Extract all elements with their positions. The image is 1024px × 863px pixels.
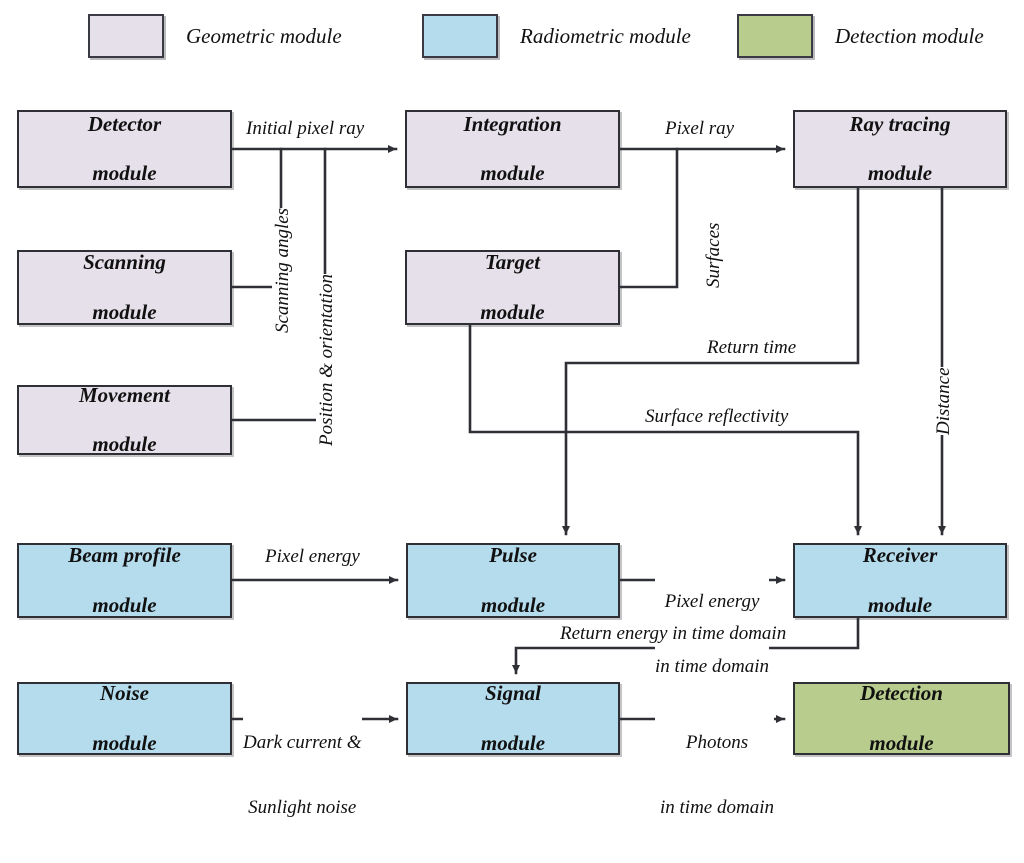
edge-label-initial-pixel-ray: Initial pixel ray: [246, 118, 365, 140]
node-raytracing-module[interactable]: Ray tracing module: [793, 110, 1007, 188]
edge-label-return-energy: Return energy in time domain: [560, 623, 787, 645]
legend-item-geometric: Geometric module: [88, 14, 342, 58]
node-beamprofile-line1: Beam profile: [68, 543, 181, 568]
node-detection-line1: Detection: [860, 681, 943, 706]
flowchart-diagram: Geometric module Radiometric module Dete…: [0, 0, 1024, 819]
edge-label-photons-line2: in time domain: [660, 797, 774, 819]
edge-label-photons-line1: Photons: [685, 731, 749, 753]
edge-label-position-orientation: Position & orientation: [316, 273, 338, 446]
node-integration-line1: Integration: [463, 111, 562, 136]
node-receiver-line1: Receiver: [862, 543, 938, 568]
edge-label-pixel-energy-time-line2: in time domain: [655, 656, 769, 678]
node-scanning-module[interactable]: Scanning module: [17, 250, 232, 325]
edge-target-to-receiver-reflectivity: [468, 323, 863, 536]
node-detection-line2: module: [869, 730, 934, 755]
node-movement-line1: Movement: [79, 382, 170, 407]
edge-label-pixel-energy-time-line1: Pixel energy: [664, 590, 760, 612]
edge-label-dark-current-line1: Dark current &: [243, 731, 362, 753]
legend-label-radiometric: Radiometric module: [520, 23, 691, 48]
node-movement-line2: module: [92, 432, 157, 457]
edge-label-photons: Photons in time domain: [660, 688, 774, 863]
node-detector-line2: module: [92, 161, 157, 186]
node-beamprofile-module[interactable]: Beam profile module: [17, 543, 232, 618]
node-receiver-module[interactable]: Receiver module: [793, 543, 1007, 618]
node-detector-line1: Detector: [87, 111, 162, 136]
node-target-module[interactable]: Target module: [405, 250, 620, 325]
edge-label-dark-current: Dark current & Sunlight noise: [243, 688, 362, 863]
node-raytracing-line2: module: [867, 161, 933, 186]
node-movement-module[interactable]: Movement module: [17, 382, 232, 457]
edge-label-distance: Distance: [933, 367, 955, 435]
node-scanning-line2: module: [92, 299, 157, 324]
legend: Geometric module Radiometric module Dete…: [0, 0, 1024, 72]
edge-label-pixel-ray: Pixel ray: [665, 118, 735, 140]
edge-label-surface-reflectivity: Surface reflectivity: [645, 406, 789, 428]
node-pulse-module[interactable]: Pulse module: [406, 543, 620, 618]
node-beamprofile-line2: module: [92, 592, 157, 617]
node-receiver-line2: module: [867, 592, 933, 617]
node-target-line2: module: [480, 299, 545, 324]
node-pulse-line2: module: [480, 592, 546, 617]
node-detection-module[interactable]: Detection module: [793, 681, 1010, 755]
node-signal-line1: Signal: [484, 681, 541, 706]
edge-label-surfaces: Surfaces: [703, 222, 725, 288]
edge-target-to-raytracing: [618, 147, 679, 289]
node-noise-line1: Noise: [99, 681, 149, 706]
edge-label-dark-current-line2: Sunlight noise: [248, 797, 357, 819]
node-noise-module[interactable]: Noise module: [17, 681, 232, 755]
edge-raytracing-to-pulse-return-time: [561, 186, 860, 536]
legend-item-detection: Detection module: [737, 14, 984, 58]
node-noise-line2: module: [92, 730, 157, 755]
legend-swatch-detection: [737, 14, 813, 58]
node-signal-module[interactable]: Signal module: [406, 681, 620, 755]
legend-item-radiometric: Radiometric module: [422, 14, 691, 58]
legend-swatch-radiometric: [422, 14, 498, 58]
node-detector-module[interactable]: Detector module: [17, 110, 232, 188]
legend-label-detection: Detection module: [835, 23, 984, 48]
edge-label-return-time: Return time: [707, 337, 797, 359]
node-integration-line2: module: [480, 161, 545, 186]
node-scanning-line1: Scanning: [83, 250, 166, 275]
edge-label-scanning-angles: Scanning angles: [272, 207, 294, 333]
node-target-line1: Target: [484, 250, 541, 275]
legend-label-geometric: Geometric module: [186, 23, 342, 48]
node-raytracing-line1: Ray tracing: [849, 111, 951, 136]
node-pulse-line1: Pulse: [489, 543, 537, 568]
edge-label-pixel-energy: Pixel energy: [265, 546, 360, 568]
node-signal-line2: module: [480, 730, 546, 755]
node-integration-module[interactable]: Integration module: [405, 110, 620, 188]
legend-swatch-geometric: [88, 14, 164, 58]
